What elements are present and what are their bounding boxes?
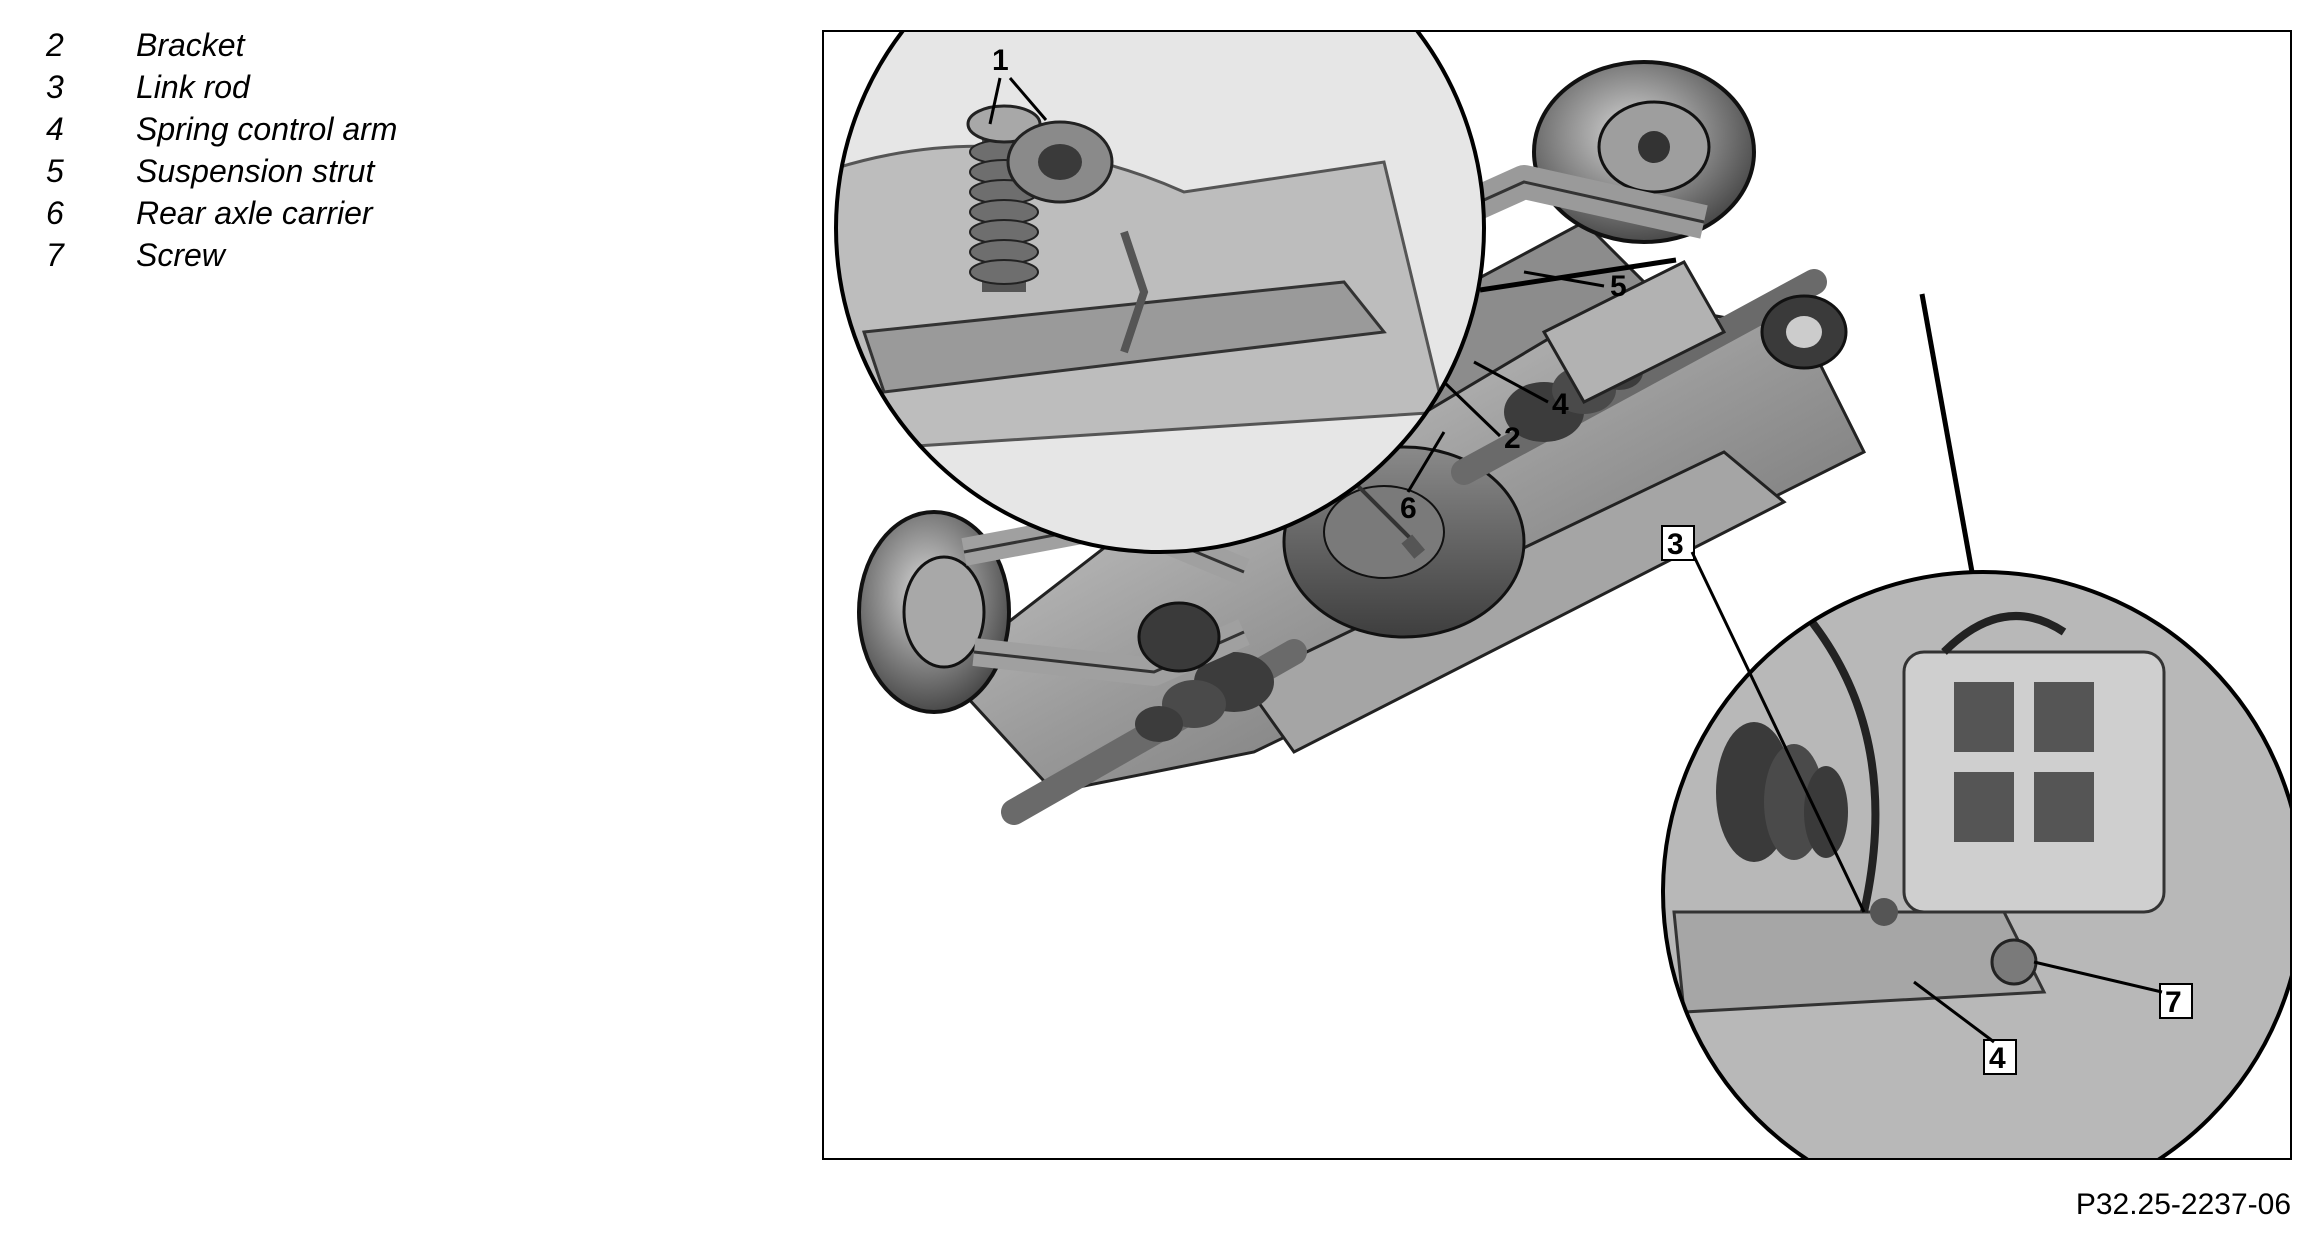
wheel-hub-left xyxy=(902,555,986,669)
cv-boot-left xyxy=(1135,652,1274,742)
callout-4: 4 xyxy=(1552,388,1569,421)
callout-1: 1 xyxy=(992,44,1009,77)
callout-2: 2 xyxy=(1504,422,1521,455)
spring-control-arm-right xyxy=(1541,260,1727,404)
legend-label: Screw xyxy=(136,237,225,273)
detail-callout-7: 7 xyxy=(2165,986,2182,1019)
axle-illustration: 1 xyxy=(822,30,2292,1160)
brake-caliper-detail xyxy=(1902,650,2166,914)
legend-number: 7 xyxy=(46,237,64,273)
detail-callout-4: 4 xyxy=(1989,1042,2006,1075)
legend-label: Spring control arm xyxy=(136,111,398,147)
legend-item: 6 Rear axle carrier xyxy=(46,192,397,234)
legend-item: 4 Spring control arm xyxy=(46,108,397,150)
legend-number: 6 xyxy=(46,195,64,231)
differential-flange xyxy=(1323,485,1445,579)
legend-item: 5 Suspension strut xyxy=(46,150,397,192)
legend-label: Link rod xyxy=(136,69,250,105)
detail-callout-3-box: 3 xyxy=(1661,525,1695,561)
legend-item: 7 Screw xyxy=(46,234,397,276)
legend-number: 4 xyxy=(46,111,64,147)
detail-callout-3: 3 xyxy=(1667,528,1684,561)
legend-item: 3 Link rod xyxy=(46,66,397,108)
detail-circle-top: 1 xyxy=(834,32,1677,554)
rubber-mount-left xyxy=(1137,601,1221,673)
legend-item: 2 Bracket xyxy=(46,24,397,66)
axle-drawing: 1 xyxy=(834,32,2290,1158)
legend-number: 3 xyxy=(46,69,64,105)
legend-number: 2 xyxy=(46,27,64,63)
detail-callout-7-box: 7 xyxy=(2159,983,2193,1019)
legend-label: Suspension strut xyxy=(136,153,375,189)
figure-code: P32.25-2237-06 xyxy=(2075,1188,2291,1221)
legend-label: Bracket xyxy=(136,27,245,63)
callout-5: 5 xyxy=(1610,270,1627,303)
callout-6: 6 xyxy=(1400,492,1417,525)
legend-number: 5 xyxy=(46,153,64,189)
legend: 2 Bracket 3 Link rod 4 Spring control ar… xyxy=(46,24,397,276)
bump-stop-detail xyxy=(1006,120,1114,204)
link-rod-boot-detail xyxy=(1716,722,1848,862)
detail-callout-4-box: 4 xyxy=(1983,1039,2017,1075)
carrier-lower-member xyxy=(1241,450,1787,754)
legend-label: Rear axle carrier xyxy=(136,195,373,231)
detail-circle-bottom: 3 4 7 xyxy=(1661,293,2290,1158)
